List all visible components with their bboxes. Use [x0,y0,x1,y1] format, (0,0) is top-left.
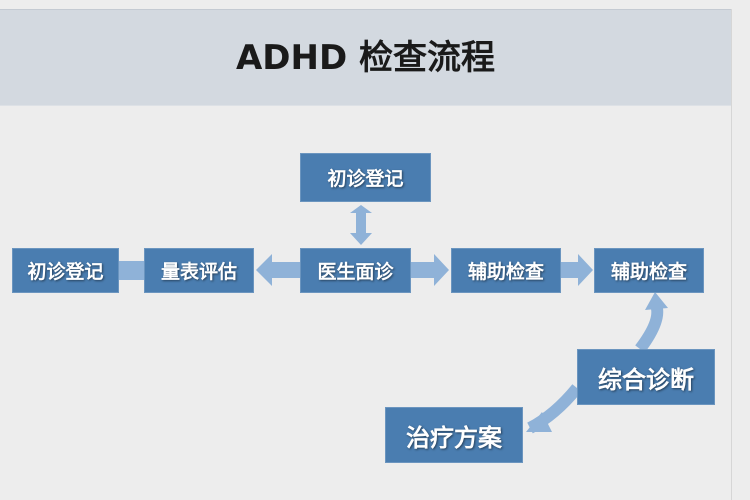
node-top-registration: 初诊登记 [300,153,431,202]
node-auxiliary-exam-1: 辅助检查 [451,248,561,293]
header-band [0,9,731,106]
node-doctor-interview: 医生面诊 [300,248,411,293]
connector-left-registration-to-scale [119,261,144,280]
node-comprehensive-diagnosis: 综合诊断 [577,349,715,405]
arrow-head-to-aux2 [645,292,668,310]
node-treatment-plan: 治疗方案 [385,407,523,463]
arrow-doctor-to-aux1 [411,254,449,286]
page-title: ADHD 检查流程 [235,38,496,78]
arrow-doctor-to-scale [256,254,300,286]
arrow-doctor-to-top-registration [350,205,372,245]
arrow-diagnosis-to-aux2 [635,302,664,353]
node-scale-assessment: 量表评估 [144,248,254,293]
node-left-registration: 初诊登记 [12,248,119,293]
page-edge-divider [731,9,732,500]
node-auxiliary-exam-2: 辅助检查 [594,248,704,293]
arrow-aux1-to-aux2 [561,254,593,286]
arrow-head-to-treatment [526,412,552,432]
